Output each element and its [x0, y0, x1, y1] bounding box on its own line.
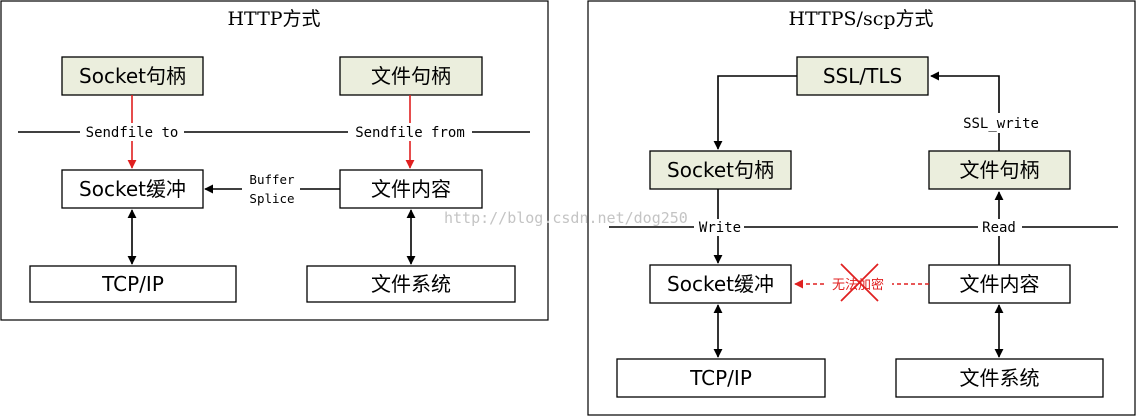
http-file-system-label: 文件系统: [371, 272, 451, 296]
sendfile-from-label-bg: [348, 123, 472, 141]
http-socket-buffer-box: Socket缓冲: [61, 169, 204, 209]
https-panel: HTTPS/scp方式 SSL/TLS SSL_write Socket句柄 文…: [587, 0, 1136, 416]
buffer-splice-label-bg: [242, 171, 300, 207]
http-file-system-box: 文件系统: [306, 265, 516, 303]
read-label-bg: [978, 219, 1022, 236]
https-panel-title: HTTPS/scp方式: [788, 8, 933, 30]
https-file-system-box: 文件系统: [895, 358, 1104, 398]
write-label-bg: [694, 219, 744, 236]
http-socket-handle-label: Socket句柄: [79, 64, 186, 88]
sendfile-to-label-bg: [80, 123, 184, 141]
sendfile-from-label: Sendfile from: [355, 125, 465, 141]
http-file-content-box: 文件内容: [339, 169, 483, 209]
blocked-cross-icon: [840, 263, 879, 302]
write-label: Write: [699, 220, 741, 236]
http-file-handle-box: 文件句柄: [339, 56, 483, 96]
https-file-handle-label: 文件句柄: [960, 158, 1040, 182]
sendfile-to-label: Sendfile to: [86, 125, 179, 141]
http-file-content-label: 文件内容: [371, 177, 451, 201]
https-file-handle-box: 文件句柄: [928, 150, 1071, 190]
https-socket-handle-label: Socket句柄: [667, 158, 774, 182]
http-socket-handle-box: Socket句柄: [61, 56, 204, 96]
http-tcp-ip-label: TCP/IP: [101, 272, 164, 296]
https-socket-buffer-label: Socket缓冲: [667, 272, 774, 296]
ssl-write-label: SSL_write: [963, 116, 1039, 132]
http-panel-title: HTTP方式: [227, 8, 320, 30]
ssl-write-label-bg: [955, 113, 1045, 133]
https-tcp-ip-label: TCP/IP: [689, 366, 752, 390]
https-file-content-label: 文件内容: [960, 272, 1040, 296]
ssl-tls-label: SSL/TLS: [823, 64, 902, 88]
watermark: http://blog.csdn.net/dog250: [444, 209, 688, 227]
https-socket-buffer-box: Socket缓冲: [649, 264, 792, 304]
http-socket-buffer-label: Socket缓冲: [79, 177, 186, 201]
http-panel: HTTP方式 Socket句柄 文件句柄 Sendfile to Sendfil…: [0, 0, 549, 321]
http-tcp-ip-box: TCP/IP: [29, 265, 237, 303]
https-file-system-label: 文件系统: [960, 366, 1040, 390]
https-socket-handle-box: Socket句柄: [649, 150, 792, 190]
ssl-to-socket-arrow: [713, 75, 797, 150]
ssl-tls-box: SSL/TLS: [796, 56, 929, 96]
read-label: Read: [982, 220, 1016, 236]
http-file-handle-label: 文件句柄: [371, 64, 451, 88]
splice-label: Splice: [249, 191, 294, 206]
https-file-content-box: 文件内容: [928, 264, 1071, 304]
buffer-label: Buffer: [249, 172, 295, 187]
https-tcp-ip-box: TCP/IP: [616, 358, 826, 398]
